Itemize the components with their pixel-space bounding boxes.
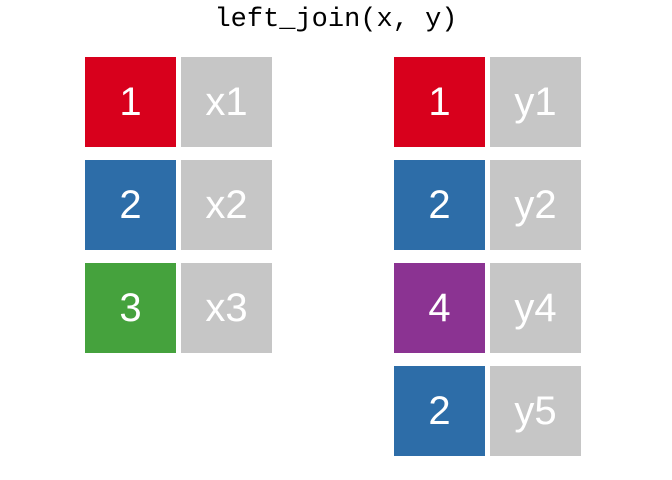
key-cell: 2 bbox=[85, 160, 176, 250]
value-cell: y4 bbox=[490, 263, 581, 353]
diagram-title: left_join(x, y) bbox=[214, 5, 458, 35]
key-cell: 2 bbox=[394, 366, 485, 456]
value-cell: y1 bbox=[490, 57, 581, 147]
key-cell: 4 bbox=[394, 263, 485, 353]
key-cell: 2 bbox=[394, 160, 485, 250]
value-cell: x3 bbox=[181, 263, 272, 353]
value-cell: x1 bbox=[181, 57, 272, 147]
value-cell: x2 bbox=[181, 160, 272, 250]
value-cell: y5 bbox=[490, 366, 581, 456]
key-cell: 1 bbox=[85, 57, 176, 147]
key-cell: 1 bbox=[394, 57, 485, 147]
value-cell: y2 bbox=[490, 160, 581, 250]
key-cell: 3 bbox=[85, 263, 176, 353]
